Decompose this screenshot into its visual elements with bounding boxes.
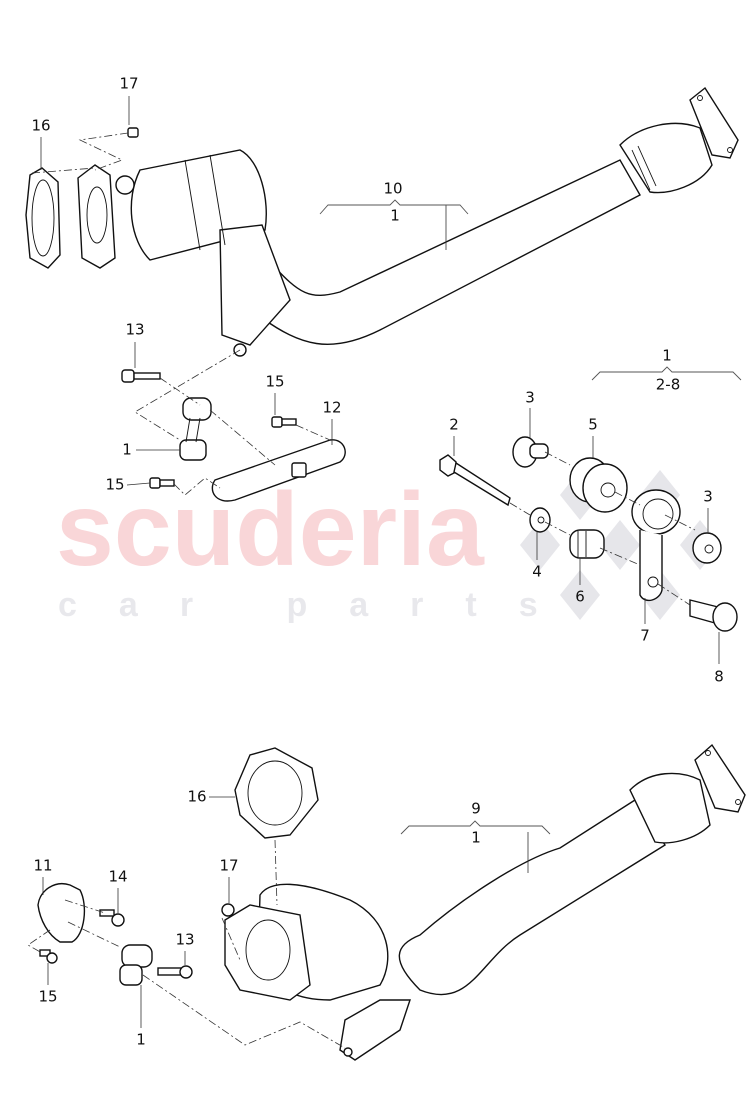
bottom-dash-lines [27,839,346,1049]
front-pipe-top [261,86,739,346]
callout-2[interactable]: 2 [449,415,459,434]
callout-15[interactable]: 15 [265,372,285,391]
mount-1-top [179,397,212,461]
nut-17-bottom [221,903,235,917]
washer-4 [529,507,551,533]
callout-16[interactable]: 16 [31,116,51,135]
insert-6 [569,529,605,559]
catalytic-converter-bottom [224,883,411,1061]
bolt-13-top [121,369,161,383]
callout-1[interactable]: 1 [122,440,132,459]
callout-15[interactable]: 15 [105,475,125,494]
sleeve-3-right [692,532,722,564]
small-parts-dash-lines [509,451,696,606]
callout-17[interactable]: 17 [219,856,239,875]
mount-1-bottom [119,944,153,986]
front-pipe-bottom [398,743,746,996]
callout-13[interactable]: 13 [125,320,145,339]
callout-3[interactable]: 3 [525,388,535,407]
bolt-15-mid [271,416,297,428]
gasket-16-top [25,167,61,269]
watermark-tagline: car parts [58,586,580,624]
callout-14[interactable]: 14 [108,867,128,886]
callout-2-8[interactable]: 2-8 [655,375,681,394]
bracket-12 [211,439,346,502]
pin-8 [689,599,738,632]
callout-3[interactable]: 3 [703,487,713,506]
sleeve-3-left [512,436,549,468]
grouping-brackets [319,199,742,835]
bolt-15-bottom [39,949,58,964]
callout-11[interactable]: 11 [33,856,53,875]
callout-1[interactable]: 1 [662,346,672,365]
callout-15[interactable]: 15 [38,987,58,1006]
bolt-13-bottom [157,965,193,979]
heat-shield-11 [37,883,86,943]
callout-6[interactable]: 6 [575,587,585,606]
callout-10[interactable]: 10 [383,179,403,198]
callout-16[interactable]: 16 [187,787,207,806]
mid-dash-lines [134,349,331,496]
nut-17-top [127,127,139,138]
callout-13[interactable]: 13 [175,930,195,949]
watermark-brand: scuderia [56,472,484,588]
callout-1[interactable]: 1 [471,828,481,847]
link-plate-7 [631,489,681,602]
callout-9[interactable]: 9 [471,799,481,818]
bolt-15-left [149,477,175,489]
callout-7[interactable]: 7 [640,626,650,645]
callout-8[interactable]: 8 [714,667,724,686]
callout-12[interactable]: 12 [322,398,342,417]
callout-1[interactable]: 1 [390,206,400,225]
leader-lines [40,96,720,1028]
bolt-2 [439,454,511,507]
top-dash-lines [31,132,129,174]
callout-4[interactable]: 4 [532,562,542,581]
callout-1[interactable]: 1 [136,1030,146,1049]
catalytic-converter-top [77,149,291,357]
bolt-14 [99,909,125,927]
callout-17[interactable]: 17 [119,74,139,93]
bushing-5 [569,457,628,513]
callout-5[interactable]: 5 [588,415,598,434]
gasket-16-bottom [234,747,319,839]
